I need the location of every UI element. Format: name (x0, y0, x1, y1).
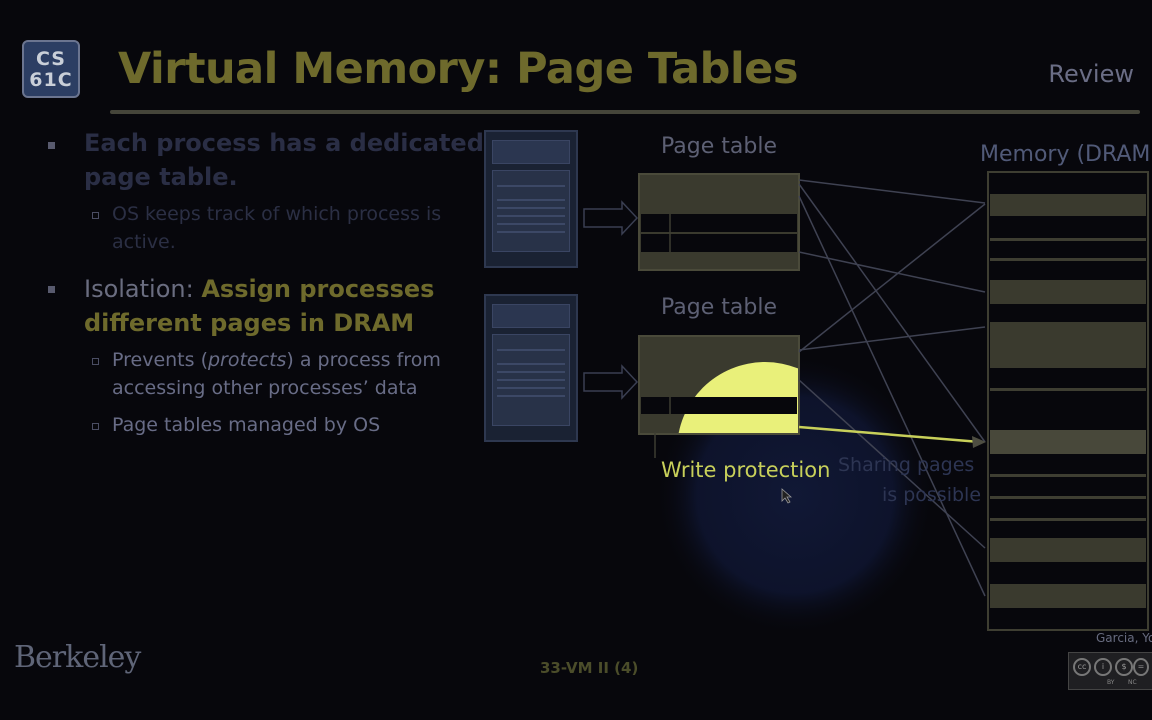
sa-icon: = (1133, 658, 1149, 676)
sub-bullet-os-tracks: OS keeps track of which process is activ… (112, 203, 442, 253)
sub-bullet-marker (92, 423, 99, 430)
segment-stripe (497, 199, 565, 201)
course-logo: CS 61C (22, 40, 80, 98)
sharing-possible-label: is possible (882, 484, 982, 506)
bullet-dedicated-page-table: Each process has a dedicated page table. (84, 129, 484, 191)
isolation-bold: Assign processes different pages in DRAM (84, 275, 435, 337)
segment-stripe (497, 223, 565, 225)
creative-commons-badge: cc i $ = BY NC (1068, 652, 1152, 690)
by-icon: i (1094, 658, 1112, 676)
process-address-space (492, 334, 570, 426)
prevents-pre: Prevents ( (112, 349, 208, 371)
segment-stripe (497, 207, 565, 209)
sub-bullet-marker (92, 212, 99, 219)
bullet-isolation: Isolation: Assign processes different pa… (84, 272, 484, 340)
memory-dram (987, 171, 1149, 631)
sharing-pages-label: Sharing pages (838, 454, 975, 476)
sub-bullet-marker (92, 358, 99, 365)
process-control-block (492, 140, 570, 164)
segment-stripe (497, 231, 565, 233)
author-credit: Garcia, Yo (1096, 631, 1152, 645)
arrowhead (972, 436, 986, 448)
mouse-cursor-icon (781, 488, 793, 504)
page-table-1 (638, 173, 800, 271)
cc-nc-text: NC (1128, 679, 1137, 686)
page-table-label-2: Page table (661, 295, 777, 320)
nc-icon: $ (1115, 658, 1133, 676)
process-address-space (492, 170, 570, 252)
berkeley-logo: Berkeley (14, 640, 141, 675)
segment-stripe (497, 349, 565, 351)
sub-bullet-prevents: Prevents (protects) a process from acces… (112, 346, 492, 402)
process-box (484, 294, 578, 442)
bullet-marker (48, 286, 55, 293)
prevents-italic: protects (207, 349, 287, 371)
sub-bullet-managed-by-os: Page tables managed by OS (112, 414, 381, 436)
bullet-marker (48, 142, 55, 149)
cc-icon: cc (1073, 658, 1091, 676)
page-table-2 (638, 335, 800, 435)
mapping-arrows (798, 179, 986, 597)
segment-stripe (497, 215, 565, 217)
segment-stripe (497, 185, 565, 187)
process-to-table-arrows (583, 200, 639, 400)
segment-stripe (497, 371, 565, 373)
segment-stripe (497, 395, 565, 397)
logo-text-cs: CS (36, 48, 66, 70)
slide-title: Virtual Memory: Page Tables (118, 44, 798, 94)
segment-stripe (497, 379, 565, 381)
page-table-label-1: Page table (661, 134, 777, 159)
cc-by-text: BY (1107, 679, 1115, 686)
title-underline (110, 110, 1140, 114)
shared-page-arrow (798, 425, 981, 444)
slide-number: 33-VM II (4) (540, 659, 639, 677)
process-box (484, 130, 578, 268)
process-control-block (492, 304, 570, 328)
memory-label: Memory (DRAM) (980, 142, 1152, 167)
segment-stripe (497, 387, 565, 389)
write-protection-label: Write protection (661, 458, 831, 482)
prevents-post: ) a process from accessing other process… (112, 349, 441, 399)
review-tag: Review (1048, 60, 1134, 88)
logo-text-number: 61C (29, 69, 73, 91)
isolation-lead: Isolation: (84, 275, 202, 303)
segment-stripe (497, 363, 565, 365)
